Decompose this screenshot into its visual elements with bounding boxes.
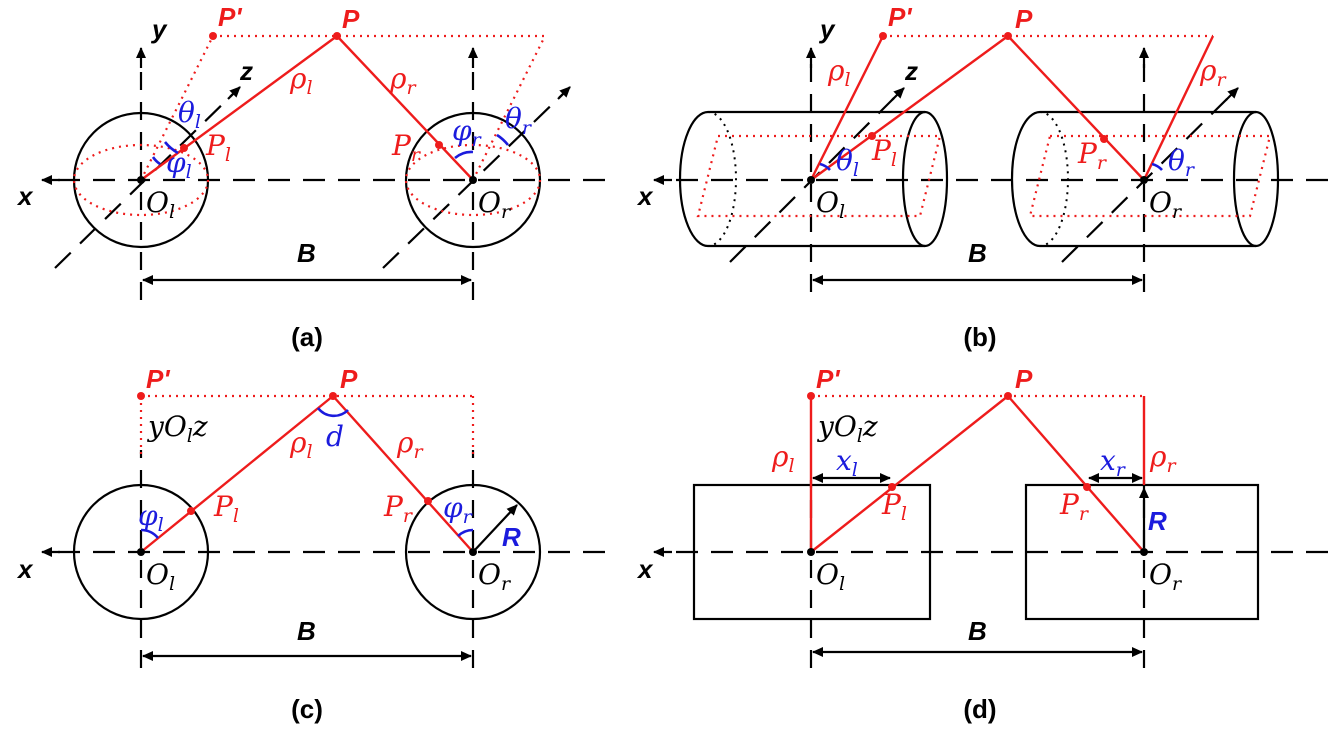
plane-yOz-label: yOlz [816,410,878,447]
caption-c: (c) [291,694,323,724]
x-axis-label: x [16,554,34,584]
O-r-label: Or [478,186,512,223]
phi-l-label: φl [166,146,192,183]
phi-l-label: φl [138,499,164,536]
O-l-label: Ol [816,558,845,595]
P-l-label: Pl [213,490,239,527]
rho-r-label: ρr [1149,440,1177,477]
point-P-label: P [342,4,360,34]
P-l-label: Pl [871,134,897,171]
x-axis-label: x [636,181,654,211]
rho-l-label: ρl [289,62,313,99]
R-label: R [502,522,521,552]
phi-r-label: φr [443,491,474,528]
phi-r-label: φr [452,114,483,151]
O-r-label: Or [478,558,512,595]
P-l-label: Pl [205,129,231,166]
caption-b: (b) [963,322,996,352]
O-l-label: Ol [816,186,845,223]
point-P-prime-label: P' [146,364,170,394]
caption-d: (d) [963,694,996,724]
point-P-prime-label: P' [888,2,912,32]
rho-l-label: ρl [827,54,851,91]
rho-r-label: ρr [1199,54,1227,91]
R-label: R [1148,506,1167,536]
P-r-label: Pr [383,490,414,527]
baseline-B-label: B [968,238,987,268]
x-axis-label: x [636,554,654,584]
point-P-prime-label: P' [816,364,840,394]
d-label: d [326,420,344,453]
panel-d: x P P' yOlz ρl ρr xl xr Pl Pr R Ol Or B … [636,364,1328,724]
rho-r-label: ρr [389,62,417,99]
point-P-label: P [340,364,358,394]
point-P-label: P [1015,4,1033,34]
baseline-B-label: B [297,616,316,646]
point-P-prime-label: P' [218,2,242,32]
P-r-label: Pr [1077,137,1108,174]
z-axis-label: z [904,56,918,86]
P-l-label: Pl [881,488,907,525]
point-P-label: P [1015,364,1033,394]
rho-l-label: ρl [289,426,313,463]
rho-l-label: ρl [771,440,795,477]
theta-r-label: θr [505,102,533,139]
x-r-label: xr [1100,444,1127,481]
x-axis-label: x [16,181,34,211]
O-l-label: Ol [146,186,175,223]
plane-yOz-label: yOlz [146,410,208,447]
z-axis-label: z [239,56,253,86]
O-l-label: Ol [146,558,175,595]
P-r-label: Pr [391,129,422,166]
baseline-B-label: B [297,238,316,268]
P-r-label: Pr [1059,488,1090,525]
theta-r-label: θr [1168,144,1196,181]
y-axis-label: y [818,14,836,44]
O-r-label: Or [1149,186,1183,223]
panel-c: x P P' yOlz d ρl ρr φl φr Pl Pr R Ol Or [16,364,605,724]
panel-b: x y z P P [636,2,1328,352]
O-r-label: Or [1149,558,1183,595]
rho-r-label: ρr [396,426,424,463]
panel-a: x y z P P' [16,2,605,352]
caption-a: (a) [291,322,323,352]
x-l-label: xl [836,444,858,481]
y-axis-label: y [150,14,168,44]
theta-l-label: θl [836,144,859,181]
theta-l-label: θl [178,96,201,133]
baseline-B-label: B [968,616,987,646]
